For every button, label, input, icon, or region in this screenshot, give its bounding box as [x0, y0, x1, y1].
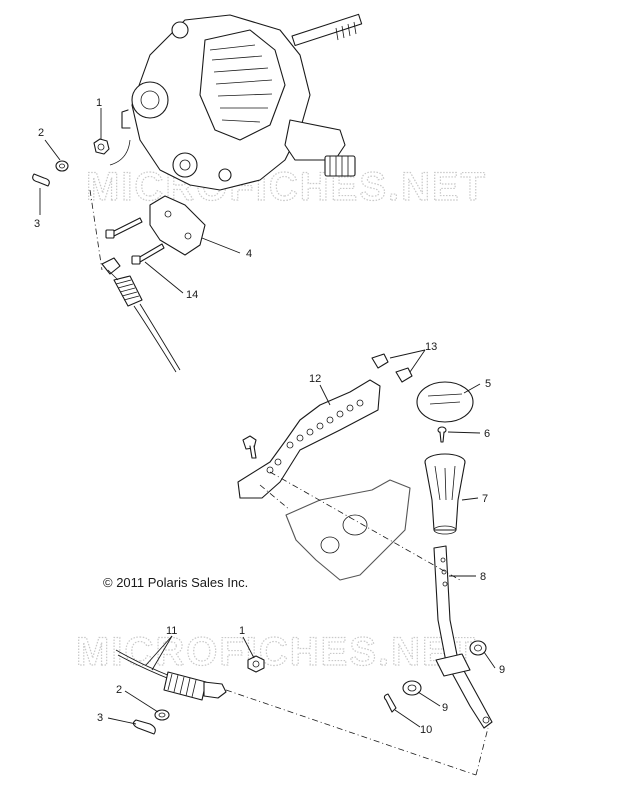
part-9-bushing-right — [469, 640, 487, 656]
bolt-upper — [105, 217, 143, 239]
callout-7: 7 — [482, 493, 488, 505]
part-7-shift-knob — [424, 453, 466, 535]
copyright-text: © 2011 Polaris Sales Inc. — [103, 575, 248, 590]
part-10-clip — [383, 693, 397, 713]
transmission-assembly — [121, 13, 363, 191]
shift-cable-top — [101, 257, 181, 373]
callout-11: 11 — [166, 625, 177, 637]
callout-1-bottom: 1 — [239, 625, 245, 637]
part-9-bushing-left — [402, 680, 422, 696]
part-2-washer-top — [55, 160, 69, 172]
callout-6: 6 — [484, 428, 490, 440]
part-4-bracket — [149, 195, 206, 256]
watermark-top: MICROFICHES.NET — [86, 165, 487, 209]
callout-13: 13 — [425, 341, 437, 353]
part-1-nut-bottom — [247, 655, 265, 673]
callout-12: 12 — [309, 373, 321, 385]
part-11-shift-cable — [115, 649, 227, 701]
callout-2-bottom: 2 — [116, 684, 122, 696]
callout-5: 5 — [485, 378, 491, 390]
support-bracket-ghost — [285, 479, 411, 581]
part-12-shift-bracket — [237, 379, 381, 499]
part-3-clip-top — [32, 173, 50, 187]
callout-8: 8 — [480, 571, 486, 583]
callout-9-left: 9 — [442, 702, 448, 714]
alignment-lines — [89, 189, 489, 776]
part-6-screw — [437, 426, 447, 443]
watermark-bottom: MICROFICHES.NET — [76, 630, 477, 674]
part-5-knob-cover — [416, 381, 474, 423]
callout-1-top: 1 — [96, 97, 102, 109]
part-14-bolt — [131, 243, 165, 265]
callout-4: 4 — [246, 248, 252, 260]
callout-3-bottom: 3 — [97, 712, 103, 724]
callout-9-right: 9 — [499, 664, 505, 676]
part-13-fasteners — [371, 353, 413, 383]
callout-2-top: 2 — [38, 127, 44, 139]
callout-10: 10 — [420, 724, 432, 736]
bracket-bolt — [242, 435, 257, 459]
callout-14: 14 — [186, 289, 198, 301]
part-8-shift-lever — [433, 545, 493, 729]
part-1-nut-top — [93, 138, 131, 166]
part-2-washer-bottom — [154, 709, 170, 721]
part-3-clip-bottom — [132, 719, 156, 735]
callout-leaders — [39, 108, 496, 728]
callout-3-top: 3 — [34, 218, 40, 230]
